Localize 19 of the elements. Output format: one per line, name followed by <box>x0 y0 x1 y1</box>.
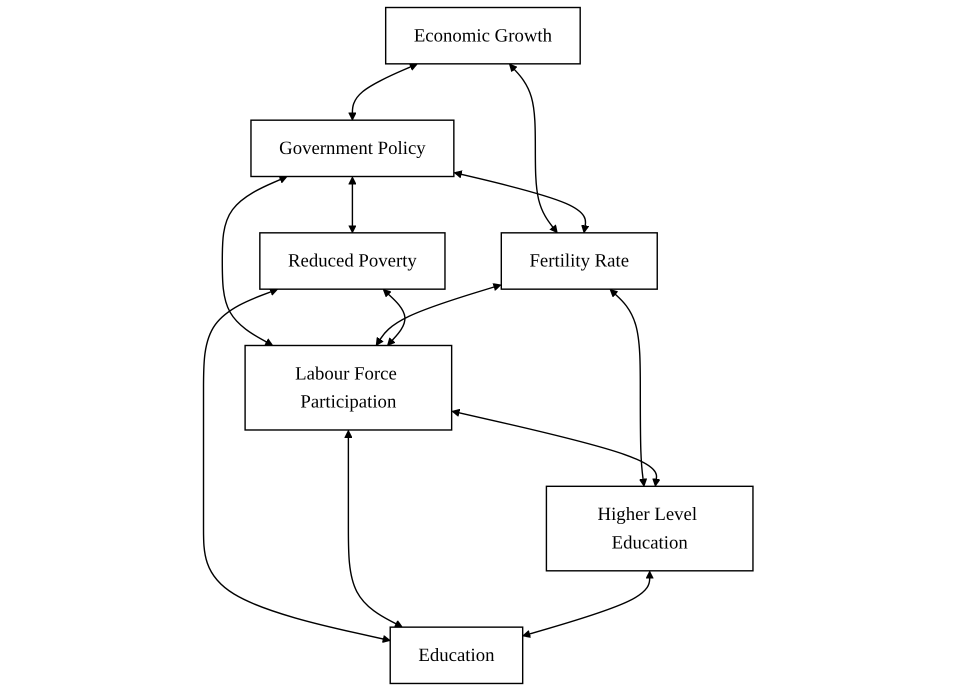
arrow <box>452 408 661 487</box>
arrow <box>376 283 502 346</box>
node-box: Government Policy <box>250 119 455 178</box>
arrow <box>454 170 590 234</box>
node-box: Reduced Poverty <box>259 232 446 290</box>
arrow <box>203 288 391 643</box>
node-box: Education <box>390 626 524 684</box>
arrow <box>522 570 654 638</box>
node-box: Economic Growth <box>385 6 582 65</box>
arrow <box>348 176 357 234</box>
node-box: Labour Force Participation <box>244 344 453 431</box>
arrow <box>509 64 558 234</box>
arrow <box>383 289 406 346</box>
node-box: Higher Level Education <box>546 486 754 572</box>
arrow <box>222 176 288 346</box>
node-box: Fertility Rate <box>500 232 658 290</box>
arrow <box>348 63 418 121</box>
arrow <box>344 430 404 628</box>
arrow <box>610 289 648 487</box>
